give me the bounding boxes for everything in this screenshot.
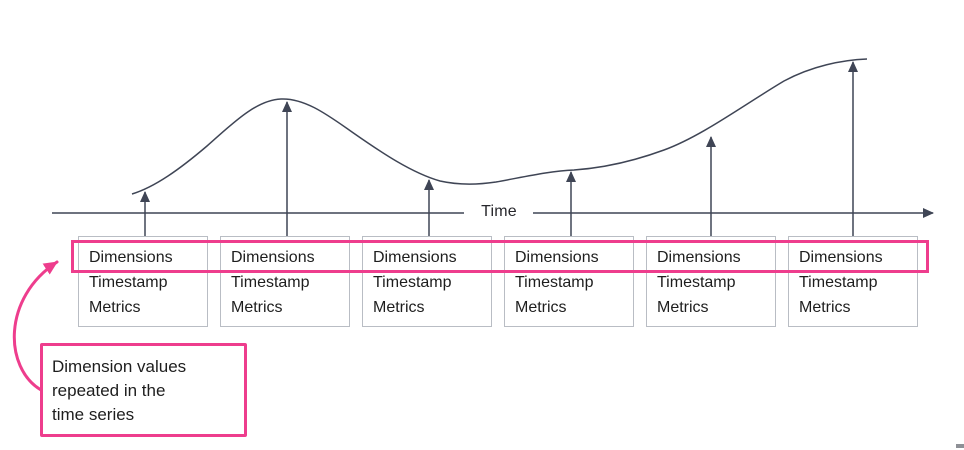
record-field-timestamp: Timestamp: [799, 274, 878, 291]
record-box-1: Dimensions Timestamp Metrics: [78, 236, 208, 327]
record-field-timestamp: Timestamp: [373, 274, 452, 291]
record-field-dimensions: Dimensions: [89, 249, 173, 266]
record-field-timestamp: Timestamp: [231, 274, 310, 291]
record-box-6: Dimensions Timestamp Metrics: [788, 236, 918, 327]
record-box-5: Dimensions Timestamp Metrics: [646, 236, 776, 327]
record-box-3: Dimensions Timestamp Metrics: [362, 236, 492, 327]
record-box-2: Dimensions Timestamp Metrics: [220, 236, 350, 327]
record-field-metrics: Metrics: [515, 299, 567, 316]
record-field-dimensions: Dimensions: [657, 249, 741, 266]
record-field-metrics: Metrics: [89, 299, 141, 316]
time-series-curve: [131, 58, 868, 195]
record-field-metrics: Metrics: [657, 299, 709, 316]
record-field-metrics: Metrics: [799, 299, 851, 316]
axis-label-time: Time: [481, 203, 517, 220]
record-field-metrics: Metrics: [231, 299, 283, 316]
callout-box: Dimension values repeated in the time se…: [40, 343, 247, 437]
record-field-metrics: Metrics: [373, 299, 425, 316]
record-field-dimensions: Dimensions: [515, 249, 599, 266]
dimensions-row-highlight: [71, 240, 929, 273]
corner-artifact: [956, 444, 964, 448]
record-field-dimensions: Dimensions: [231, 249, 315, 266]
record-field-timestamp: Timestamp: [515, 274, 594, 291]
callout-text-line: Dimension values: [52, 357, 187, 376]
callout-text-line: time series: [52, 405, 135, 424]
record-field-timestamp: Timestamp: [657, 274, 736, 291]
record-field-dimensions: Dimensions: [373, 249, 457, 266]
record-box-4: Dimensions Timestamp Metrics: [504, 236, 634, 327]
record-field-timestamp: Timestamp: [89, 274, 168, 291]
record-field-dimensions: Dimensions: [799, 249, 883, 266]
callout-text-line: repeated in the: [52, 381, 166, 400]
